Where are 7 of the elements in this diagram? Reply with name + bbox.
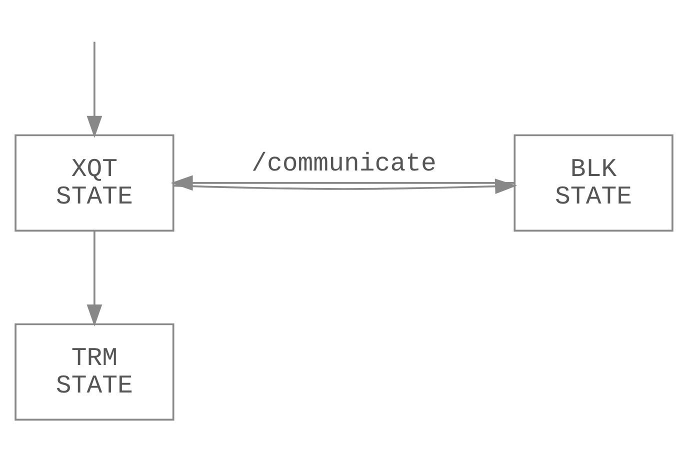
node-box: TRM STATE: [14, 322, 174, 420]
node-box: XQT STATE: [14, 134, 174, 232]
arrow: [86, 230, 102, 326]
arrow: [170, 174, 514, 190]
arrow: [86, 41, 102, 138]
edge-label: /communicate: [252, 148, 436, 178]
node-box: BLK STATE: [514, 134, 674, 232]
